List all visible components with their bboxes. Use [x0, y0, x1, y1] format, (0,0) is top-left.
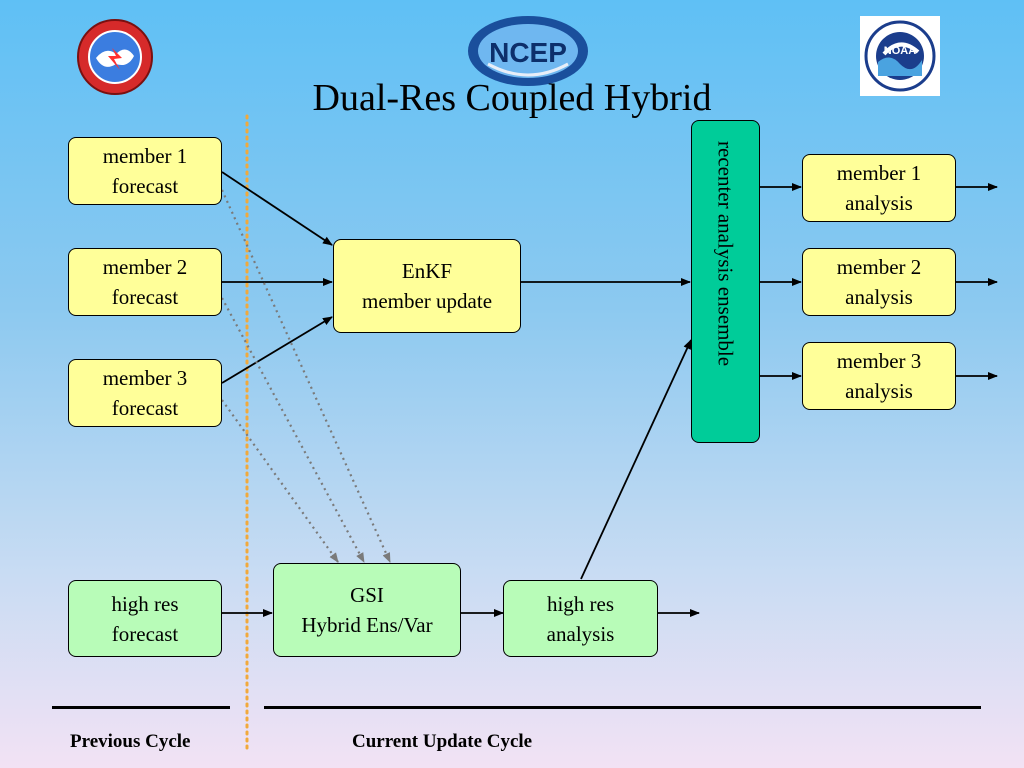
noaa-logo-text: NOAA [884, 45, 916, 57]
gsi-line1: GSI [350, 583, 384, 607]
member1-forecast-box: member 1 forecast [68, 137, 222, 205]
gsi-hybrid-box: GSI Hybrid Ens/Var [273, 563, 461, 657]
member2-analysis-line2: analysis [845, 285, 913, 309]
dotted-member3-to-gsi [221, 399, 339, 563]
member1-analysis-line1: member 1 [836, 161, 922, 185]
current-cycle-rule [264, 706, 981, 709]
member2-forecast-line1: member 2 [102, 255, 188, 279]
member3-forecast-line1: member 3 [102, 366, 188, 390]
member1-analysis-line2: analysis [845, 191, 913, 215]
previous-cycle-label: Previous Cycle [70, 731, 191, 752]
highres-forecast-box: high res forecast [68, 580, 222, 657]
arrow-member3-to-enkf [221, 316, 333, 384]
member2-forecast-box: member 2 forecast [68, 248, 222, 316]
member1-forecast-line2: forecast [111, 174, 179, 198]
current-cycle-label: Current Update Cycle [352, 731, 533, 752]
nws-logo [76, 18, 154, 96]
member3-analysis-line1: member 3 [836, 349, 922, 373]
member1-forecast-line1: member 1 [102, 144, 188, 168]
arrow-highres-analysis-to-recenter [580, 339, 692, 580]
member3-forecast-box: member 3 forecast [68, 359, 222, 427]
highres-forecast-line2: forecast [111, 621, 179, 646]
enkf-line1: EnKF [401, 259, 453, 283]
highres-analysis-box: high res analysis [503, 580, 658, 657]
dotted-member1-to-gsi [220, 189, 392, 563]
gsi-line2: Hybrid Ens/Var [301, 613, 433, 637]
previous-cycle-rule [52, 706, 230, 709]
highres-analysis-line2: analysis [546, 621, 615, 646]
ncep-logo-text: NCEP [489, 37, 567, 68]
highres-forecast-line1: high res [111, 591, 179, 616]
highres-analysis-line1: high res [546, 591, 615, 616]
recenter-analysis-box: recenter analysis ensemble [691, 120, 760, 443]
enkf-line2: member update [361, 289, 493, 313]
member3-analysis-line2: analysis [845, 379, 913, 403]
slide-title: Dual-Res Coupled Hybrid [312, 77, 712, 119]
member1-analysis-box: member 1 analysis [802, 154, 956, 222]
arrow-member1-to-enkf [221, 171, 333, 246]
noaa-logo: NOAA [860, 16, 940, 96]
member2-analysis-box: member 2 analysis [802, 248, 956, 316]
member3-analysis-box: member 3 analysis [802, 342, 956, 410]
member2-analysis-line1: member 2 [836, 255, 922, 279]
ncep-logo: NCEP [466, 14, 590, 88]
member2-forecast-line2: forecast [111, 285, 179, 309]
dotted-member2-to-gsi [221, 297, 365, 563]
member3-forecast-line2: forecast [111, 396, 179, 420]
recenter-label: recenter analysis ensemble [713, 141, 738, 367]
enkf-update-box: EnKF member update [333, 239, 521, 333]
